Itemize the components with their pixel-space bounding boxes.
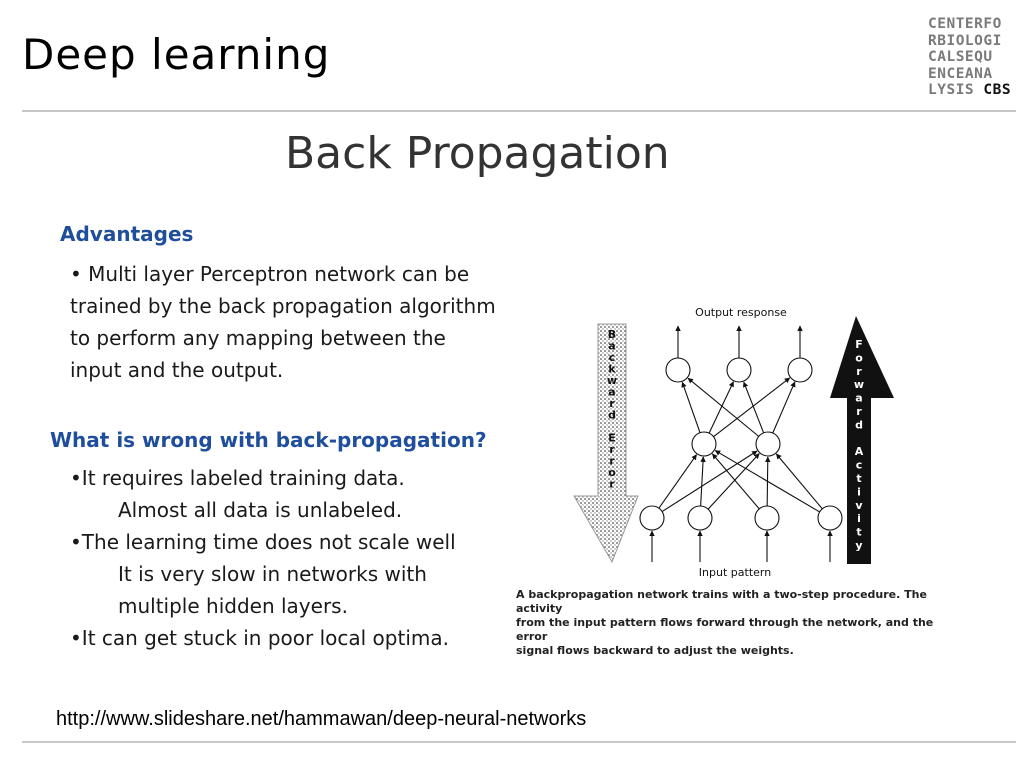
input-neuron: [687, 505, 713, 531]
backward-letter: r: [609, 455, 615, 468]
output-neuron: [787, 357, 813, 383]
forward-letter: o: [855, 351, 863, 364]
weight-connection: [712, 453, 760, 510]
weight-connection: [775, 453, 823, 510]
forward-letter: A: [855, 445, 864, 458]
backward-letter: w: [607, 374, 617, 387]
problems-line: •It requires labeled training data.: [70, 466, 405, 490]
problems-line: It is very slow in networks with: [118, 562, 427, 586]
logo-brand: CBS: [983, 82, 1012, 98]
advantages-text: • Multi layer Perceptron network can be …: [70, 258, 496, 386]
top-divider: [22, 110, 1016, 112]
forward-letter: c: [856, 459, 863, 472]
problems-header: What is wrong with back-propagation?: [50, 428, 487, 452]
cbs-logo: CENTERFO RBIOLOGI CALSEQU ENCEANA LYSIS …: [928, 16, 1011, 99]
backward-letter: E: [608, 432, 616, 445]
backward-letter: a: [608, 340, 615, 353]
figure-caption: A backpropagation network trains with a …: [516, 588, 956, 658]
logo-line: ENCEANA: [928, 65, 993, 82]
forward-letter: r: [856, 365, 862, 378]
weight-connection: [708, 381, 734, 434]
advantages-line: to perform any mapping between the: [70, 326, 446, 350]
forward-letter: y: [855, 539, 862, 552]
backward-letter: r: [609, 397, 615, 410]
advantages-header: Advantages: [60, 222, 194, 246]
input-neuron: [754, 505, 780, 531]
weight-connection: [742, 381, 765, 434]
backward-letter: d: [608, 409, 616, 422]
caption-line: A backpropagation network trains with a …: [516, 588, 927, 615]
forward-letter: r: [856, 405, 862, 418]
backward-letter: r: [609, 478, 615, 491]
backward-letter: a: [608, 386, 615, 399]
input-pattern-label: Input pattern: [699, 566, 771, 579]
forward-letter: t: [856, 526, 861, 539]
forward-activity-arrow: [830, 316, 894, 564]
caption-line: from the input pattern flows forward thr…: [516, 616, 934, 643]
weight-connection: [681, 381, 701, 433]
input-neuron: [817, 505, 843, 531]
logo-line: LYSIS CBS: [928, 82, 1012, 98]
logo-line: CALSEQU: [928, 49, 993, 65]
backward-letter: r: [609, 443, 615, 456]
section-heading: Back Propagation: [285, 128, 670, 179]
backward-error-arrow: [573, 323, 639, 564]
forward-letter: a: [855, 392, 862, 405]
hidden-neuron: [691, 431, 717, 457]
weight-connection: [658, 454, 697, 509]
advantages-line: • Multi layer Perceptron network can be: [70, 262, 470, 286]
problems-line: Almost all data is unlabeled.: [118, 498, 403, 522]
forward-letter: i: [857, 512, 861, 525]
output-neuron: [665, 357, 691, 383]
weight-connection: [707, 453, 760, 510]
input-neuron: [639, 505, 665, 531]
weight-connection: [661, 450, 758, 513]
weight-connection: [772, 381, 796, 434]
forward-letter: F: [855, 338, 863, 351]
backward-letter: B: [608, 328, 616, 341]
advantages-line: input and the output.: [70, 358, 284, 382]
slide-title: Deep learning: [22, 30, 331, 79]
forward-letter: i: [857, 485, 861, 498]
caption-line: signal flows backward to adjust the weig…: [516, 644, 794, 657]
forward-letter: w: [854, 378, 864, 391]
output-response-label: Output response: [695, 306, 787, 319]
weight-connection: [687, 377, 760, 437]
logo-line: CENTERFO: [928, 16, 1002, 32]
weight-connection: [700, 456, 706, 507]
hidden-neuron: [755, 431, 781, 457]
backward-letter: o: [608, 466, 616, 479]
backward-letter: c: [609, 351, 616, 364]
source-link[interactable]: http://www.slideshare.net/hammawan/deep-…: [56, 708, 587, 730]
weight-connection: [714, 450, 820, 513]
weight-connection: [713, 377, 791, 438]
logo-line: RBIOLOGI: [928, 32, 1002, 49]
problems-line: •It can get stuck in poor local optima.: [70, 626, 449, 650]
forward-letter: v: [855, 499, 863, 512]
backward-letter: k: [608, 363, 616, 376]
bottom-divider: [22, 741, 1016, 743]
forward-letter: d: [855, 418, 863, 431]
problems-line: •The learning time does not scale well: [70, 530, 456, 554]
forward-letter: t: [856, 472, 861, 485]
problems-line: multiple hidden layers.: [118, 594, 348, 618]
problems-text: •It requires labeled training data. Almo…: [70, 462, 456, 654]
advantages-line: trained by the back propagation algorith…: [70, 294, 496, 318]
output-neuron: [726, 357, 752, 383]
